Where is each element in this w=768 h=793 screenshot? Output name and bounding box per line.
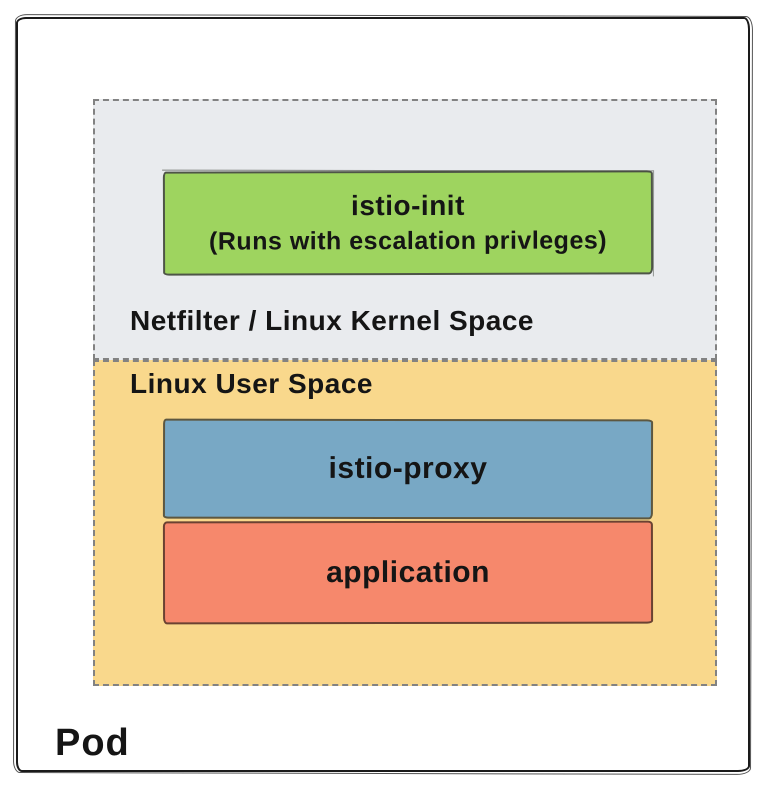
istio-init-title: istio-init (350, 189, 465, 222)
pod-container-box: istio-init (Runs with escalation privleg… (16, 17, 750, 772)
istio-init-box: istio-init (Runs with escalation privleg… (162, 170, 654, 276)
pod-label: Pod (55, 722, 130, 764)
istio-init-subtitle: (Runs with escalation privleges) (208, 226, 608, 256)
istio-proxy-box: istio-proxy (162, 418, 654, 520)
user-space-label: Linux User Space (130, 368, 373, 399)
application-box: application (162, 520, 654, 625)
kernel-space-label: Netfilter / Linux Kernel Space (130, 305, 534, 336)
istio-proxy-label: istio-proxy (328, 451, 488, 486)
application-label: application (326, 555, 490, 589)
